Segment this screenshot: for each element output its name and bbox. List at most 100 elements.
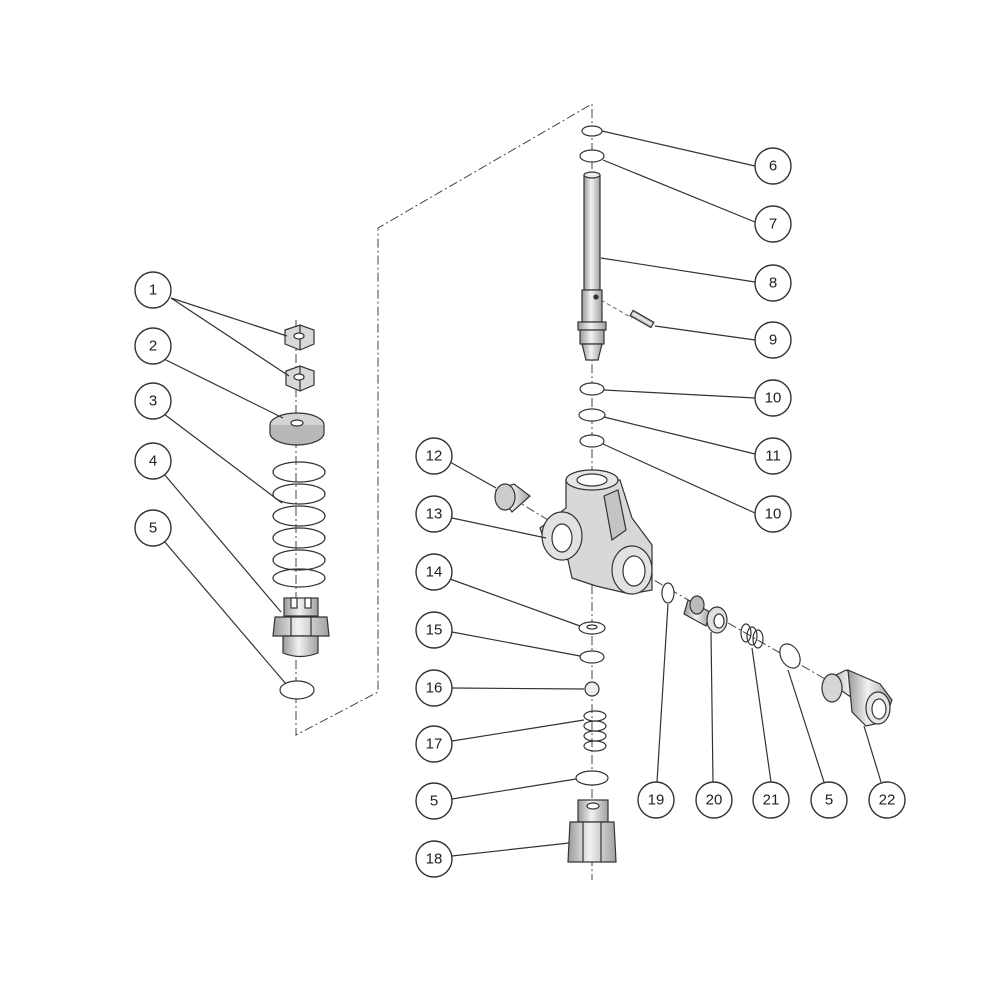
part-5-o-ring-center <box>575 770 609 786</box>
callout-18-label: 18 <box>426 851 443 868</box>
leader-6 <box>601 130 756 167</box>
callout-1: 1 <box>134 271 172 309</box>
leader-13 <box>451 517 547 539</box>
callout-7-label: 7 <box>769 216 777 233</box>
part-19-washer <box>661 582 675 604</box>
callout-6: 6 <box>754 147 792 185</box>
callout-3-label: 3 <box>149 393 157 410</box>
callout-17: 17 <box>415 725 453 763</box>
callout-20-label: 20 <box>706 792 723 809</box>
leader-19 <box>656 603 669 783</box>
callout-7: 7 <box>754 205 792 243</box>
callout-9-label: 9 <box>769 332 777 349</box>
callout-5-left: 5 <box>134 509 172 547</box>
callout-22: 22 <box>868 781 906 819</box>
part-11-backup-ring <box>578 408 606 422</box>
leader-18 <box>451 842 570 857</box>
part-22-outlet-nut <box>821 669 893 727</box>
callout-12-label: 12 <box>426 448 443 465</box>
part-9-pin <box>600 299 655 329</box>
callout-1-label: 1 <box>149 282 157 299</box>
leader-8 <box>600 257 756 283</box>
part-4-spring-seat-fitting <box>272 597 330 658</box>
callout-8-label: 8 <box>769 275 777 292</box>
part-12-plug <box>494 483 531 513</box>
callout-5-outlet-label: 5 <box>825 792 833 809</box>
callout-5-outlet: 5 <box>810 781 848 819</box>
callout-5-left-label: 5 <box>149 520 157 537</box>
part-5-o-ring-left <box>279 680 315 700</box>
part-21-spring <box>740 623 764 649</box>
part-2-washer <box>269 412 325 446</box>
callout-3: 3 <box>134 382 172 420</box>
leader-lines <box>163 130 882 857</box>
leader-10a <box>603 389 756 399</box>
callout-11: 11 <box>754 437 792 475</box>
part-15-o-ring <box>579 650 605 664</box>
leader-22 <box>863 725 882 783</box>
callout-17-label: 17 <box>426 736 443 753</box>
callout-9: 9 <box>754 321 792 359</box>
part-17-spring <box>583 710 607 752</box>
callout-19: 19 <box>637 781 675 819</box>
callout-5-center: 5 <box>415 782 453 820</box>
callout-11-label: 11 <box>765 448 781 465</box>
callout-19-label: 19 <box>648 792 665 809</box>
leader-10b <box>602 443 756 514</box>
leader-17 <box>451 719 585 742</box>
callout-2-label: 2 <box>149 338 157 355</box>
part-3-spring <box>272 461 326 588</box>
part-1-hex-nut-lower <box>285 365 315 392</box>
callout-12: 12 <box>415 437 453 475</box>
leader-3 <box>163 413 283 504</box>
part-1-hex-nut-upper <box>284 324 315 351</box>
part-10-o-ring-upper <box>579 382 605 396</box>
callout-21: 21 <box>752 781 790 819</box>
part-18-plug-fitting <box>567 799 617 863</box>
part-7-backup-ring <box>579 149 605 163</box>
part-20-check-valve <box>683 595 728 634</box>
callout-4-label: 4 <box>149 453 157 470</box>
part-16-ball <box>584 681 600 697</box>
part-5-o-ring-outlet <box>779 643 801 669</box>
left-centerline <box>295 103 593 880</box>
callout-16-label: 16 <box>426 680 443 697</box>
callout-14-label: 14 <box>426 564 443 581</box>
leader-5b <box>451 778 577 800</box>
callout-15: 15 <box>415 611 453 649</box>
callout-13: 13 <box>415 495 453 533</box>
leader-15 <box>451 631 581 657</box>
callout-20: 20 <box>695 781 733 819</box>
leader-12 <box>449 461 497 489</box>
leader-5a <box>163 540 287 685</box>
callout-10-lower-label: 10 <box>765 506 782 523</box>
part-14-seat <box>578 621 606 635</box>
part-10-o-ring-lower <box>579 434 605 448</box>
callout-4: 4 <box>134 442 172 480</box>
callout-22-label: 22 <box>879 792 896 809</box>
callout-6-label: 6 <box>769 158 777 175</box>
leader-4 <box>163 473 282 613</box>
callout-15-label: 15 <box>426 622 443 639</box>
callout-10-upper: 10 <box>754 379 792 417</box>
leader-9 <box>654 325 756 341</box>
leader-5c <box>787 669 825 783</box>
leader-21 <box>751 647 772 783</box>
leader-11 <box>603 416 756 455</box>
callout-10-lower: 10 <box>754 495 792 533</box>
part-6-o-ring <box>581 125 603 137</box>
part-13-valve-body <box>539 469 653 595</box>
callouts: 1 2 3 4 5 6 7 8 9 10 11 <box>134 147 906 878</box>
callout-10-upper-label: 10 <box>765 390 782 407</box>
callout-14: 14 <box>415 553 453 591</box>
leader-1a <box>170 297 288 337</box>
callout-2: 2 <box>134 327 172 365</box>
part-8-stem <box>577 171 607 361</box>
callout-18: 18 <box>415 840 453 878</box>
callout-5-center-label: 5 <box>430 793 438 810</box>
leader-1b <box>170 297 290 377</box>
leader-2 <box>163 358 284 419</box>
leader-16 <box>451 687 585 690</box>
leader-7 <box>602 159 756 223</box>
